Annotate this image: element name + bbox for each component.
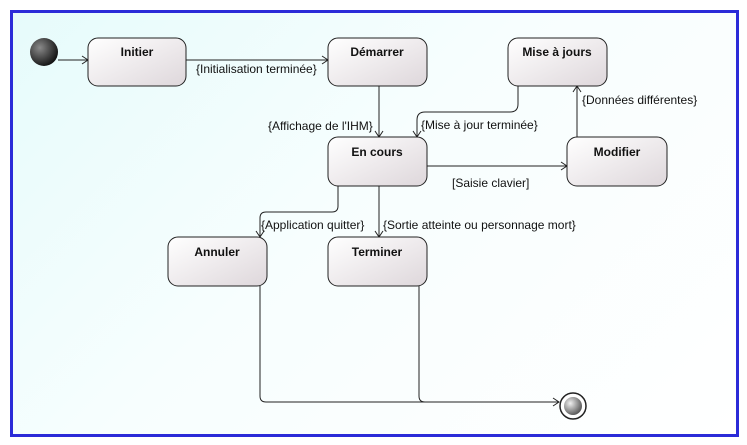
edge-annuler-final	[259, 286, 559, 403]
state-label-initier: Initier	[121, 45, 154, 59]
arrowhead	[552, 397, 560, 407]
final-state	[559, 392, 587, 420]
state-en-cours: En cours	[327, 136, 428, 187]
edge-misejour-encours	[416, 86, 519, 137]
state-mise-a-jours: Mise à jours	[507, 37, 608, 87]
state-label-mise-a-jours: Mise à jours	[522, 45, 592, 59]
state-label-annuler: Annuler	[194, 245, 240, 259]
state-demarrer: Démarrer	[327, 37, 428, 87]
state-label-terminer: Terminer	[352, 245, 403, 259]
label-sortie-atteinte: {Sortie atteinte ou personnage mort}	[383, 218, 576, 232]
state-terminer: Terminer	[327, 236, 428, 287]
label-affichage: {Affichage de l'IHM}	[268, 119, 373, 133]
edge-terminer-final	[418, 286, 426, 403]
state-initier: Initier	[87, 37, 187, 87]
state-modifier: Modifier	[566, 136, 668, 187]
state-label-en-cours: En cours	[351, 145, 403, 159]
label-donnees-differentes: {Données différentes}	[582, 93, 697, 107]
state-annuler: Annuler	[167, 236, 268, 287]
state-label-demarrer: Démarrer	[350, 45, 404, 59]
label-mise-a-jour-terminee: {Mise à jour terminée}	[421, 118, 538, 132]
label-application-quitter: {Application quitter}	[261, 218, 364, 232]
edge-encours-annuler	[259, 186, 339, 237]
label-initialisation: {Initialisation terminée}	[196, 62, 317, 76]
label-saisie-clavier: [Saisie clavier]	[452, 176, 529, 190]
state-label-modifier: Modifier	[594, 145, 641, 159]
initial-state	[30, 38, 58, 66]
